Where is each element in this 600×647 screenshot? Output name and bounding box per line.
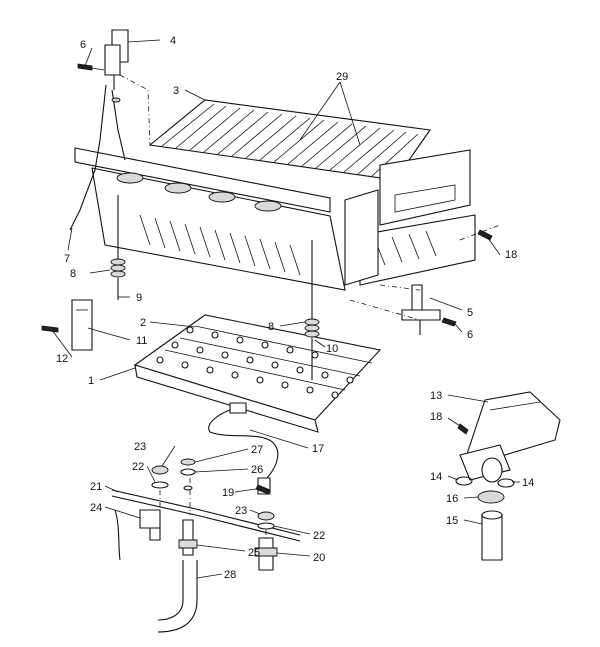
callout-28: 28 xyxy=(224,569,236,581)
callout-18-lower: 18 xyxy=(430,411,442,423)
injector-parts xyxy=(111,458,301,633)
callout-16: 16 xyxy=(446,493,458,505)
electrode-assembly-top xyxy=(69,29,129,231)
callout-22-left: 22 xyxy=(132,461,144,473)
callout-19: 19 xyxy=(222,487,234,499)
callout-22-right: 22 xyxy=(313,530,325,542)
electrode-right xyxy=(401,284,457,335)
callout-7: 7 xyxy=(64,253,70,265)
tray-screws xyxy=(156,326,354,399)
callout-23-right: 23 xyxy=(235,505,247,517)
grate-bars xyxy=(161,103,419,177)
callout-15: 15 xyxy=(446,515,458,527)
callout-9: 9 xyxy=(136,292,142,304)
callout-21: 21 xyxy=(90,481,102,493)
burner-tray xyxy=(133,314,382,433)
louvers xyxy=(139,214,301,276)
callout-leaders xyxy=(51,39,520,579)
callout-2: 2 xyxy=(140,317,146,329)
springs xyxy=(110,258,320,380)
callout-23-left: 23 xyxy=(134,441,146,453)
callout-8-left: 8 xyxy=(70,268,76,280)
screw-19 xyxy=(255,484,271,495)
callout-labels: 1 2 3 4 5 6 6 7 8 8 9 10 11 12 13 14 14 … xyxy=(56,35,534,581)
callout-11: 11 xyxy=(136,335,147,347)
callout-13: 13 xyxy=(430,390,442,402)
callout-18-top: 18 xyxy=(505,249,517,261)
callout-12: 12 xyxy=(56,353,68,365)
bracket-left xyxy=(41,299,93,351)
callout-20: 20 xyxy=(313,552,325,564)
callout-1: 1 xyxy=(88,375,94,387)
callout-6-top: 6 xyxy=(80,39,86,51)
screw-18-top xyxy=(477,229,493,241)
callout-24: 24 xyxy=(90,502,102,514)
callout-3: 3 xyxy=(173,85,179,97)
callout-14-right: 14 xyxy=(522,477,534,489)
fan-bracket-assembly xyxy=(455,391,561,561)
callout-10: 10 xyxy=(326,343,338,355)
heat-exchanger-assembly xyxy=(74,99,476,320)
callout-26: 26 xyxy=(251,464,263,476)
screw-18-lower xyxy=(457,423,469,435)
callout-4: 4 xyxy=(170,35,176,47)
callout-5: 5 xyxy=(467,307,473,319)
guide-lines xyxy=(119,74,501,540)
callout-17: 17 xyxy=(312,443,324,455)
callout-14-left: 14 xyxy=(430,471,442,483)
callout-25: 25 xyxy=(248,547,260,559)
callout-27: 27 xyxy=(251,444,263,456)
callout-6-right: 6 xyxy=(467,329,473,341)
callout-8-right: 8 xyxy=(268,321,274,333)
callout-29: 29 xyxy=(336,71,348,83)
